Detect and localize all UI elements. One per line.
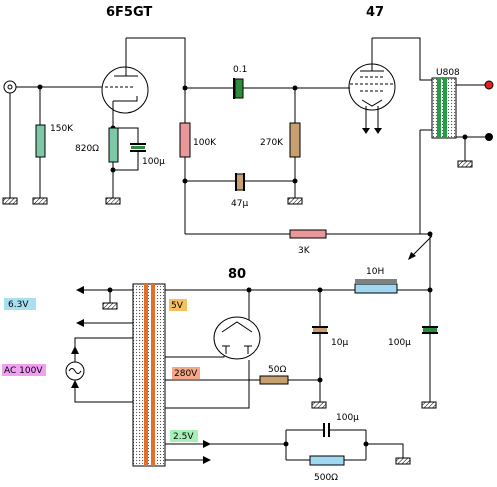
output-transformer-label: U808 [436, 68, 460, 78]
grid-resistor-150k [35, 124, 46, 158]
speaker-terminal-negative[interactable] [485, 133, 493, 141]
output-tube-title: 47 [366, 5, 384, 20]
rectifier-tube-title: 80 [228, 267, 246, 282]
v25-badge [170, 430, 198, 442]
ground-symbol [102, 302, 118, 310]
filter-cap2-label: 100μ [388, 338, 411, 348]
bypass-cap-label: 100μ [336, 413, 359, 423]
feedback-cap-label: 47μ [231, 199, 248, 209]
v63-badge [4, 298, 36, 310]
ground-symbol [395, 457, 411, 465]
v5-label: 5V [171, 301, 184, 311]
ground-symbol [32, 197, 48, 205]
filter-choke-10h [354, 283, 398, 294]
cathode-cap-label: 100μ [142, 157, 165, 167]
hum-resistor-500 [309, 455, 345, 466]
ground-symbol [311, 401, 327, 409]
preamp-tube [101, 38, 149, 114]
v5-badge [169, 299, 187, 311]
v280-badge [172, 367, 200, 379]
grid-resistor-270k [289, 122, 301, 158]
plate-resistor-label: 100K [193, 138, 217, 148]
choke-label: 10H [366, 267, 384, 277]
cathode-bypass-cap [130, 143, 146, 152]
feedback-cap-47u [235, 173, 245, 191]
v280-label: 280V [174, 369, 198, 379]
output-transformer [431, 77, 457, 139]
output-tube [348, 38, 396, 111]
v63-label: 6.3V [8, 300, 29, 310]
filter-cap1-label: 10μ [331, 338, 348, 348]
cathode-resistor-label: 820Ω [75, 144, 99, 154]
coupling-cap-0.1 [233, 78, 244, 99]
ground-symbol [105, 197, 121, 205]
ground-symbol [287, 197, 303, 205]
bias-resistor-label: 50Ω [268, 365, 286, 375]
plate-resistor-100k [179, 122, 191, 158]
ground-symbol [2, 197, 18, 205]
grid-resistor2-label: 270K [260, 138, 284, 148]
grid-resistor-label: 150K [50, 124, 74, 134]
cathode-resistor-820 [108, 127, 119, 163]
ac100-label: AC 100V [4, 366, 43, 376]
feedback-resistor-label: 3K [298, 246, 311, 256]
v25-label: 2.5V [173, 432, 194, 442]
preamp-tube-title: 6F5GT [106, 5, 152, 20]
speaker-terminal-positive[interactable] [484, 80, 494, 90]
ground-symbol [421, 401, 437, 409]
input-jack[interactable] [3, 80, 17, 94]
bias-resistor-50 [259, 375, 289, 385]
coupling-cap-label: 0.1 [233, 65, 247, 75]
feedback-resistor-3k [289, 229, 327, 239]
power-transformer [132, 283, 166, 467]
rectifier-tube [213, 316, 261, 360]
ground-symbol [457, 160, 473, 168]
hum-resistor-label: 500Ω [314, 473, 338, 483]
ac100-badge [2, 364, 46, 376]
